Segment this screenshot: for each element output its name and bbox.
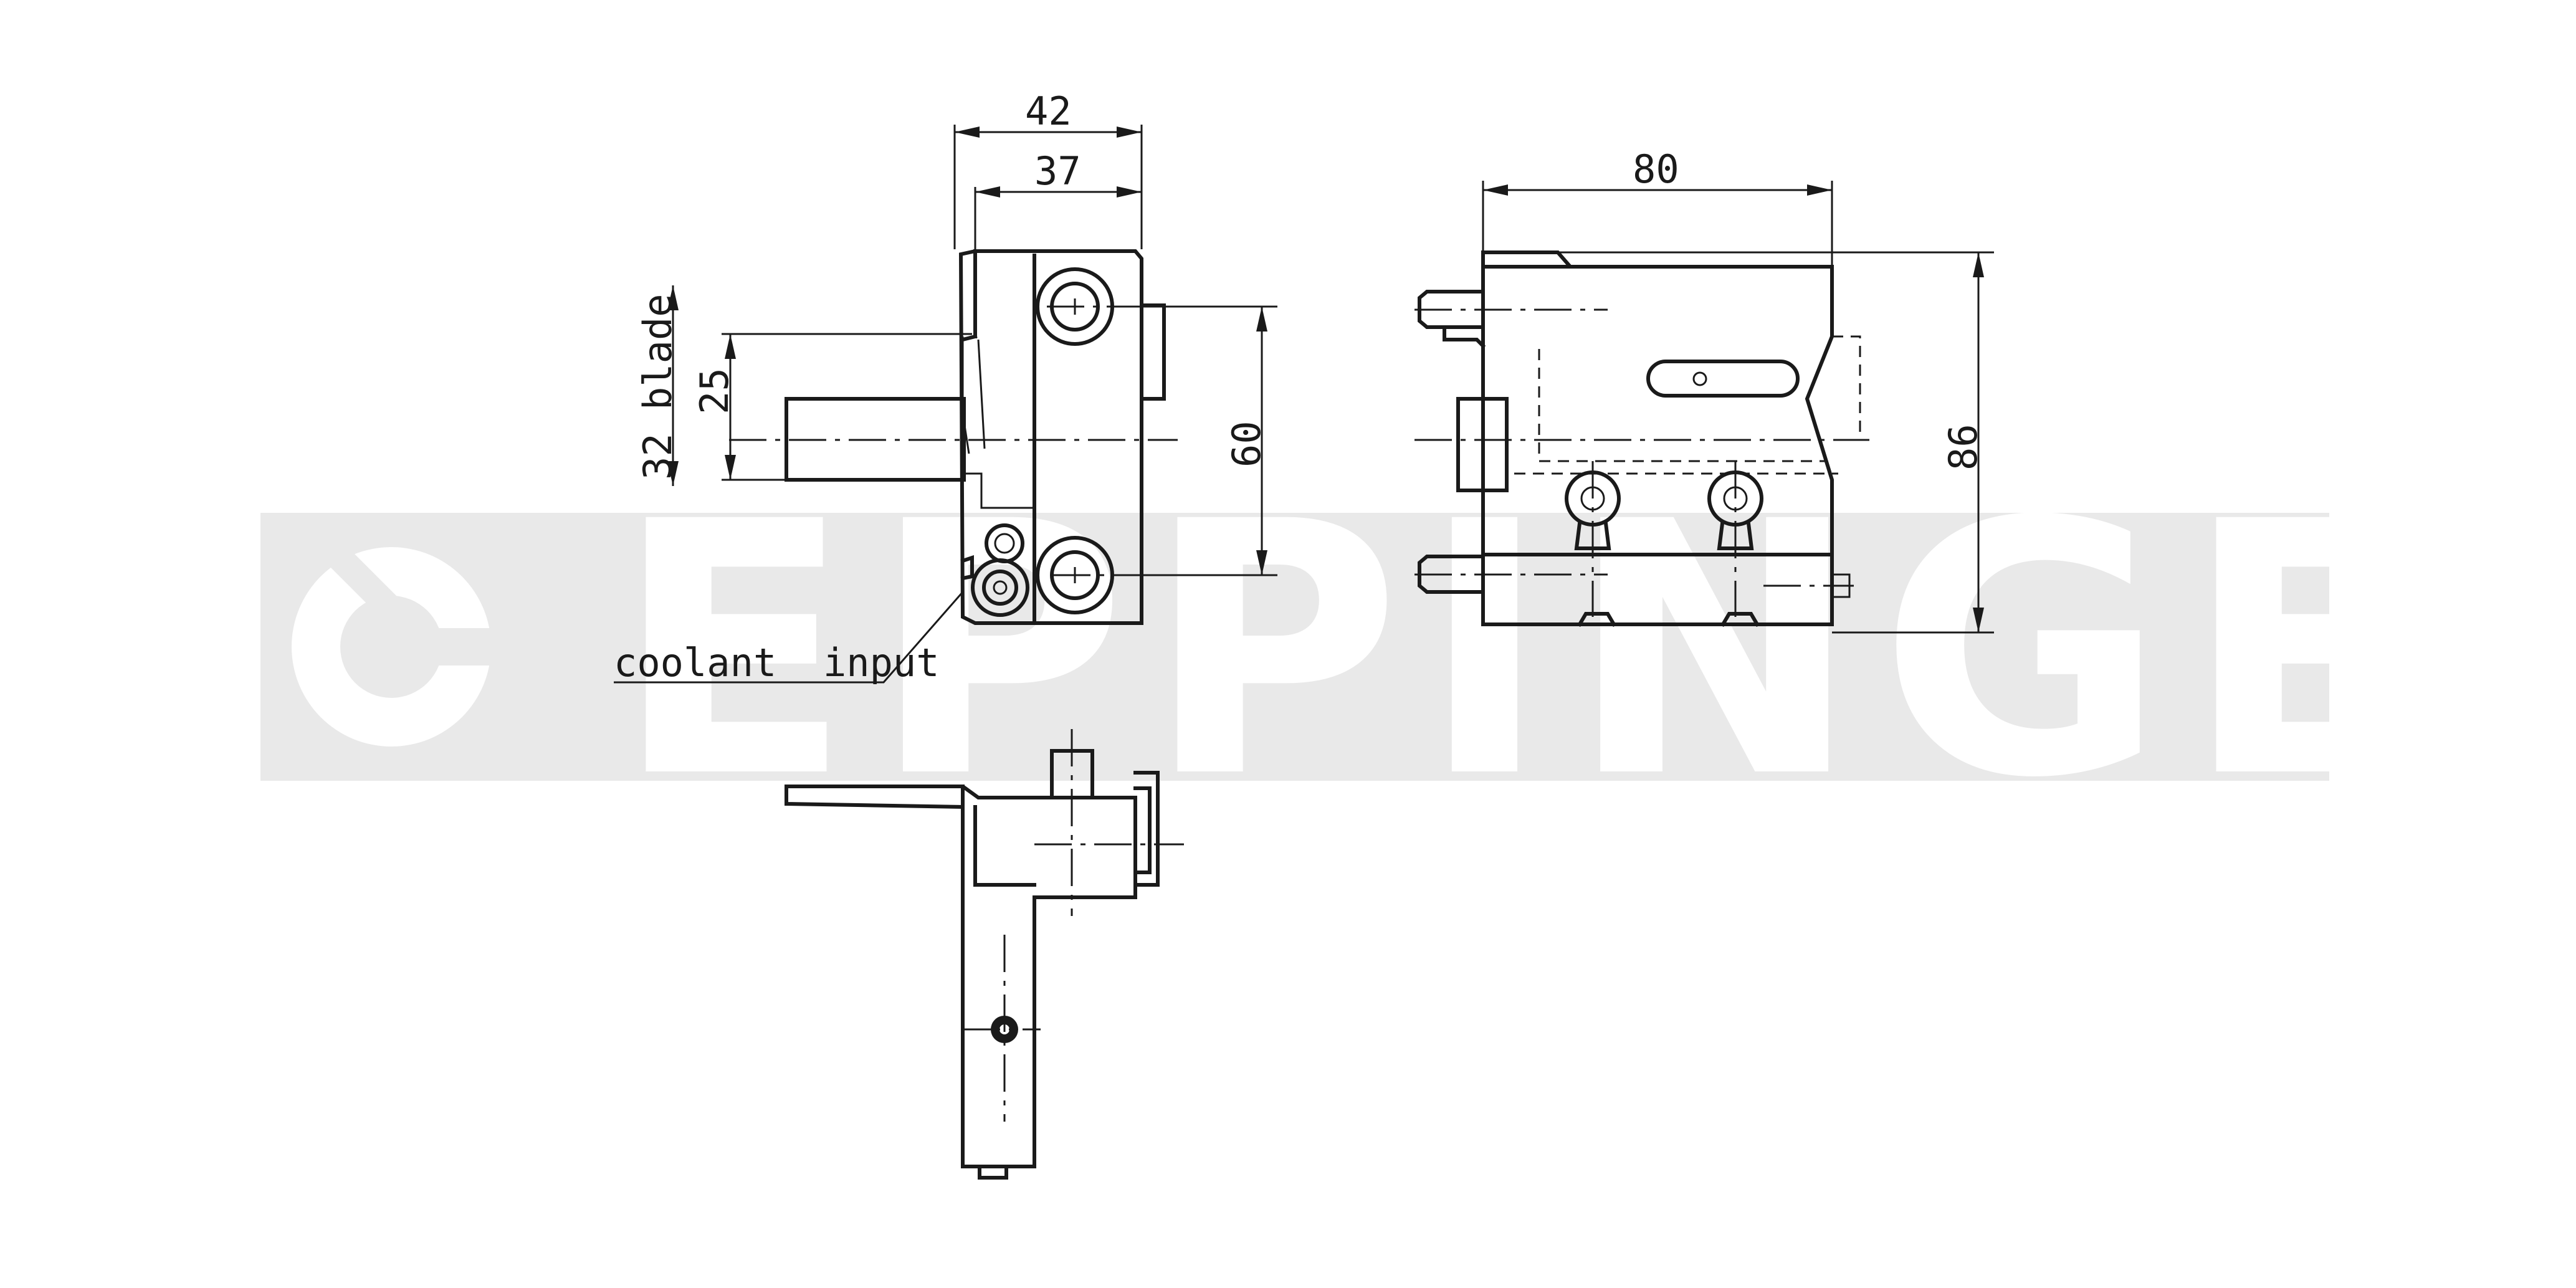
dim-86: 86 (1940, 424, 1986, 470)
coolant-port-icon (960, 523, 1029, 617)
dim-25: 25 (692, 368, 737, 414)
dim-60: 60 (1224, 421, 1269, 467)
watermark: EPPINGER (260, 448, 2576, 854)
front-view: 42 37 60 25 32 blade coolant input (614, 88, 1277, 685)
label-coolant-input: coolant input (614, 640, 940, 685)
watermark-band (260, 513, 2329, 781)
watermark-logo-icon (292, 547, 497, 747)
dim-42: 42 (1025, 88, 1072, 134)
side-view: 80 86 (1414, 146, 1994, 634)
dim-32-blade: 32 blade (635, 293, 680, 480)
dim-37: 37 (1034, 148, 1081, 194)
dim-80: 80 (1633, 146, 1679, 192)
top-view (785, 729, 1184, 1180)
